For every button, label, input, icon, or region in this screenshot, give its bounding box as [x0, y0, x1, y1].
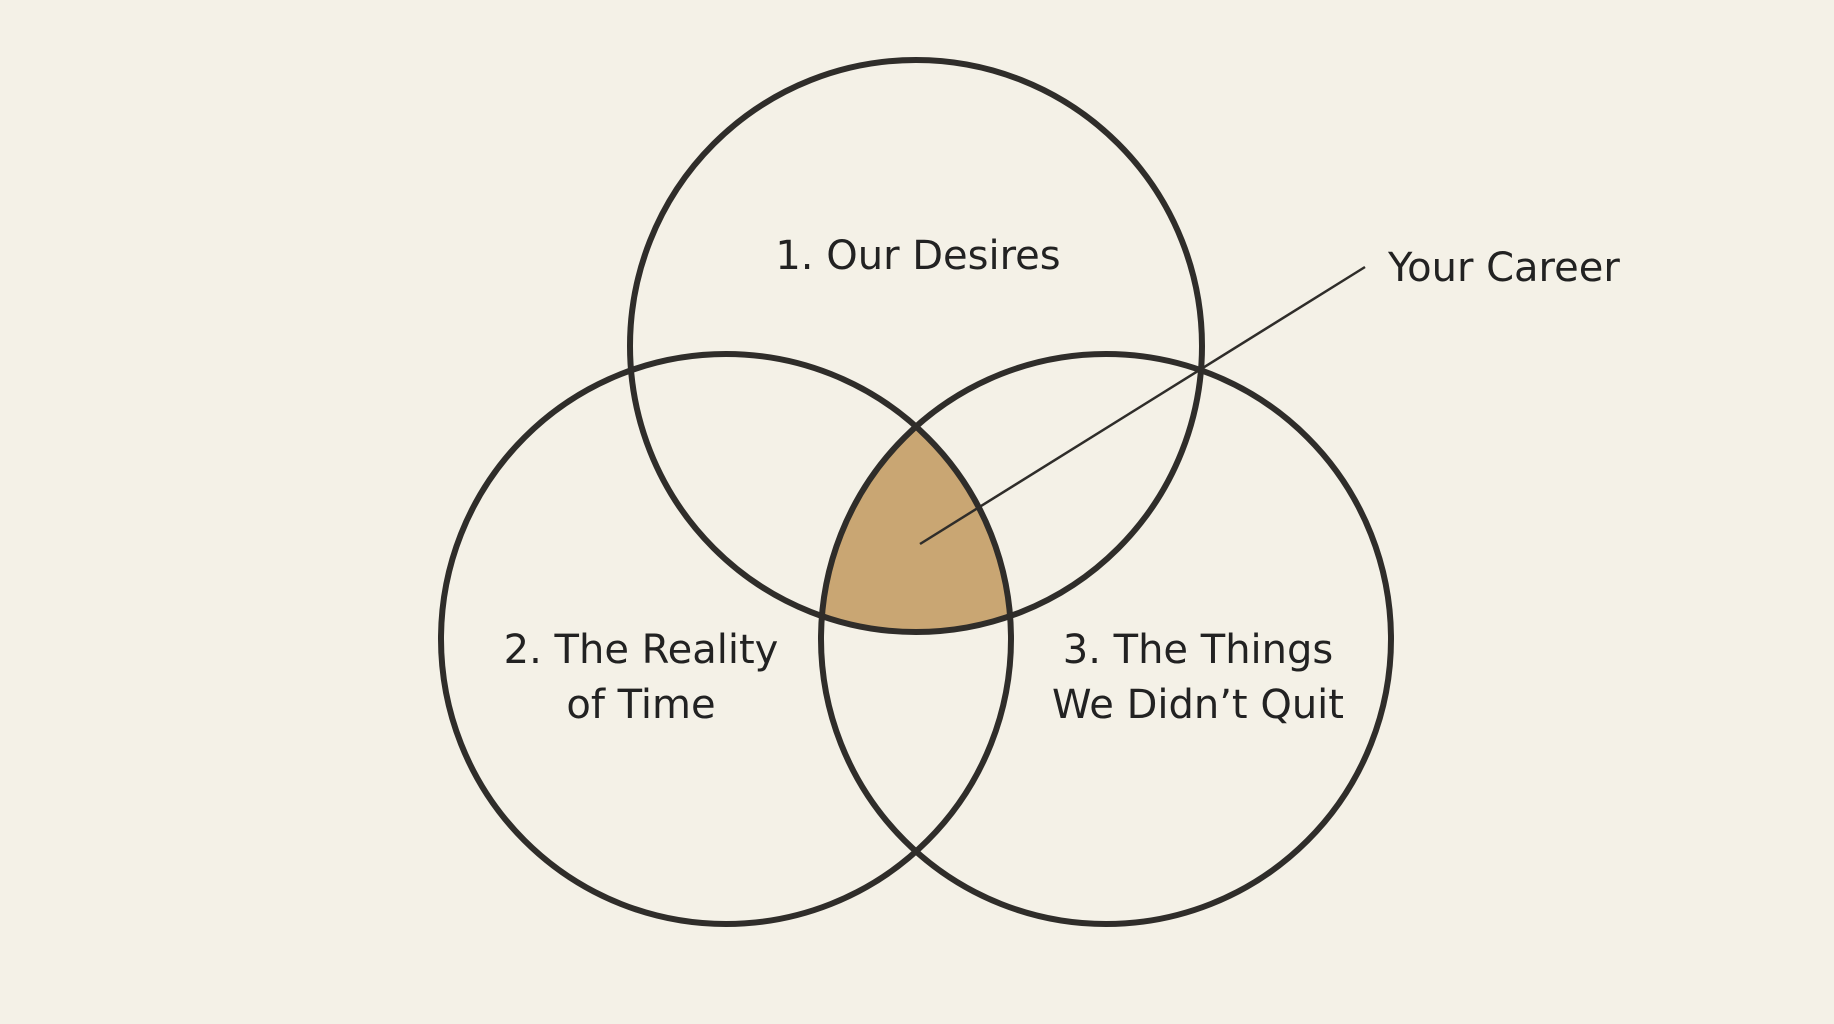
- label-reality-of-time-line2: of Time: [566, 682, 715, 728]
- label-reality-of-time-line1: 2. The Reality: [504, 627, 779, 673]
- leader-line: [919, 265, 1366, 546]
- label-things-line2: We Didn’t Quit: [1052, 682, 1344, 728]
- circle-things-we-didnt-quit: [818, 351, 1394, 927]
- circle-reality-of-time: [438, 351, 1014, 927]
- intersection-region: [821, 354, 1011, 632]
- circle-our-desires: [627, 57, 1205, 635]
- label-your-career: Your Career: [1387, 245, 1620, 291]
- label-things-line1: 3. The Things: [1063, 627, 1333, 673]
- label-our-desires: 1. Our Desires: [775, 233, 1060, 279]
